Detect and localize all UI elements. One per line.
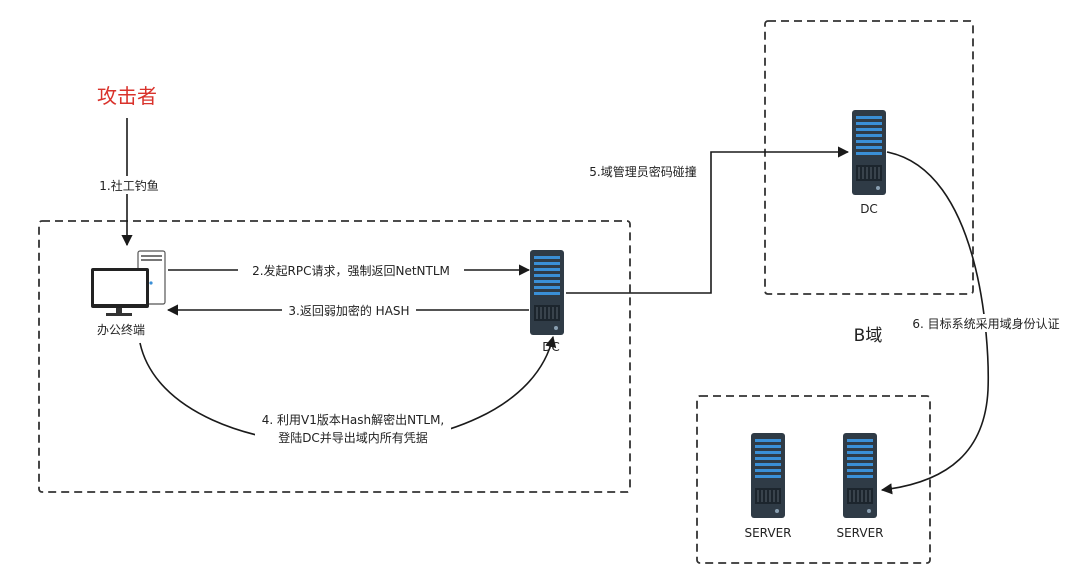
step5-arrow: [566, 146, 850, 294]
server-1-label: SERVER: [744, 526, 791, 540]
dc-b-server-icon: [851, 109, 887, 196]
terminal-icon: [91, 250, 166, 316]
step4-label-line2: 登陆DC并导出域内所有凭据: [278, 430, 428, 445]
server-2-icon: [842, 432, 878, 519]
step5-label: 5.域管理员密码碰撞: [589, 164, 696, 179]
step3-label: 3.返回弱加密的 HASH: [288, 303, 409, 318]
step1-label: 1.社工钓鱼: [99, 178, 158, 193]
dc-a-server-icon: [529, 249, 565, 336]
domain-b-label: B域: [854, 326, 883, 346]
domain-b-box: [764, 20, 974, 295]
terminal-label: 办公终端: [97, 322, 145, 337]
server-group-box: [696, 395, 931, 564]
attacker-label: 攻击者: [97, 84, 157, 108]
dc-b-label: DC: [860, 202, 878, 216]
server-1-icon: [750, 432, 786, 519]
step4-label-line1: 4. 利用V1版本Hash解密出NTLM,: [262, 412, 445, 427]
step2-label: 2.发起RPC请求，强制返回NetNTLM: [252, 263, 450, 278]
step6-label: 6. 目标系统采用域身份认证: [912, 316, 1059, 331]
server-2-label: SERVER: [836, 526, 883, 540]
domain-a-box: [38, 220, 631, 493]
step6-arrow: [880, 151, 990, 495]
